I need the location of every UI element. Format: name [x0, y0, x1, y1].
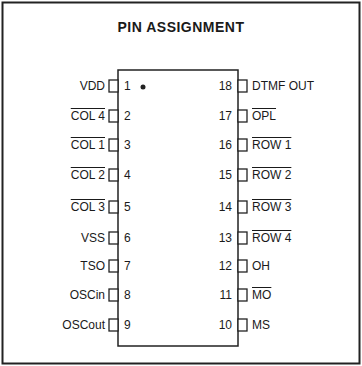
pin-name: ROW 1 [252, 138, 291, 152]
pin-stub [238, 169, 247, 181]
pin-stub [238, 260, 247, 272]
pin-stub [238, 139, 247, 151]
pin-number: 11 [220, 288, 232, 302]
pin-number: 12 [219, 259, 232, 273]
pin-name: DTMF OUT [252, 79, 314, 93]
pin-name: ROW 3 [252, 200, 291, 214]
pin-name: OH [252, 259, 270, 273]
pin-name: OSCin [70, 288, 105, 302]
pin-stub [109, 260, 118, 272]
pin-stub [109, 80, 118, 92]
pin-number: 10 [219, 318, 232, 332]
pin-number: 6 [124, 231, 131, 245]
pin-name: COL 2 [71, 168, 105, 182]
pin-name: COL 3 [71, 200, 105, 214]
pin-stub [109, 319, 118, 331]
pin-stub [109, 110, 118, 122]
pin-number: 7 [124, 259, 131, 273]
pin-number: 16 [219, 138, 232, 152]
pin-name: ROW 4 [252, 231, 291, 245]
pin-stub [109, 289, 118, 301]
pin-name: OPL [252, 109, 276, 123]
pin-stub [109, 201, 118, 213]
pin-stub [238, 201, 247, 213]
pin-name: VSS [81, 231, 105, 245]
pin-number: 4 [124, 168, 131, 182]
pin-number: 2 [124, 109, 131, 123]
pin-stub [238, 110, 247, 122]
pin-number: 8 [124, 288, 131, 302]
pin-number: 1 [124, 79, 131, 93]
pin-name: VDD [80, 79, 105, 93]
pin-stub [109, 169, 118, 181]
pin-number: 13 [219, 231, 232, 245]
chip-body [118, 70, 238, 346]
pin-name: MO [252, 288, 271, 302]
pin-number: 5 [124, 200, 131, 214]
pin1-dot [141, 85, 146, 90]
pin-name: COL 1 [71, 138, 105, 152]
title: PIN ASSIGNMENT [117, 20, 244, 34]
pin-number: 14 [219, 200, 232, 214]
pin-name: MS [252, 318, 270, 332]
pin-number: 3 [124, 138, 131, 152]
pin-name: TSO [80, 259, 105, 273]
pin-number: 15 [219, 168, 232, 182]
pin-name: OSCout [62, 318, 105, 332]
pin-stub [109, 139, 118, 151]
pin-number: 9 [124, 318, 131, 332]
pin-number: 17 [219, 109, 232, 123]
pin-number: 18 [219, 79, 232, 93]
pin-name: COL 4 [71, 109, 105, 123]
pin-stub [238, 80, 247, 92]
pin-stub [238, 232, 247, 244]
pin-name: ROW 2 [252, 168, 291, 182]
pin-stub [109, 232, 118, 244]
frame [3, 3, 360, 364]
pin-stub [238, 319, 247, 331]
pin-stub [238, 289, 247, 301]
